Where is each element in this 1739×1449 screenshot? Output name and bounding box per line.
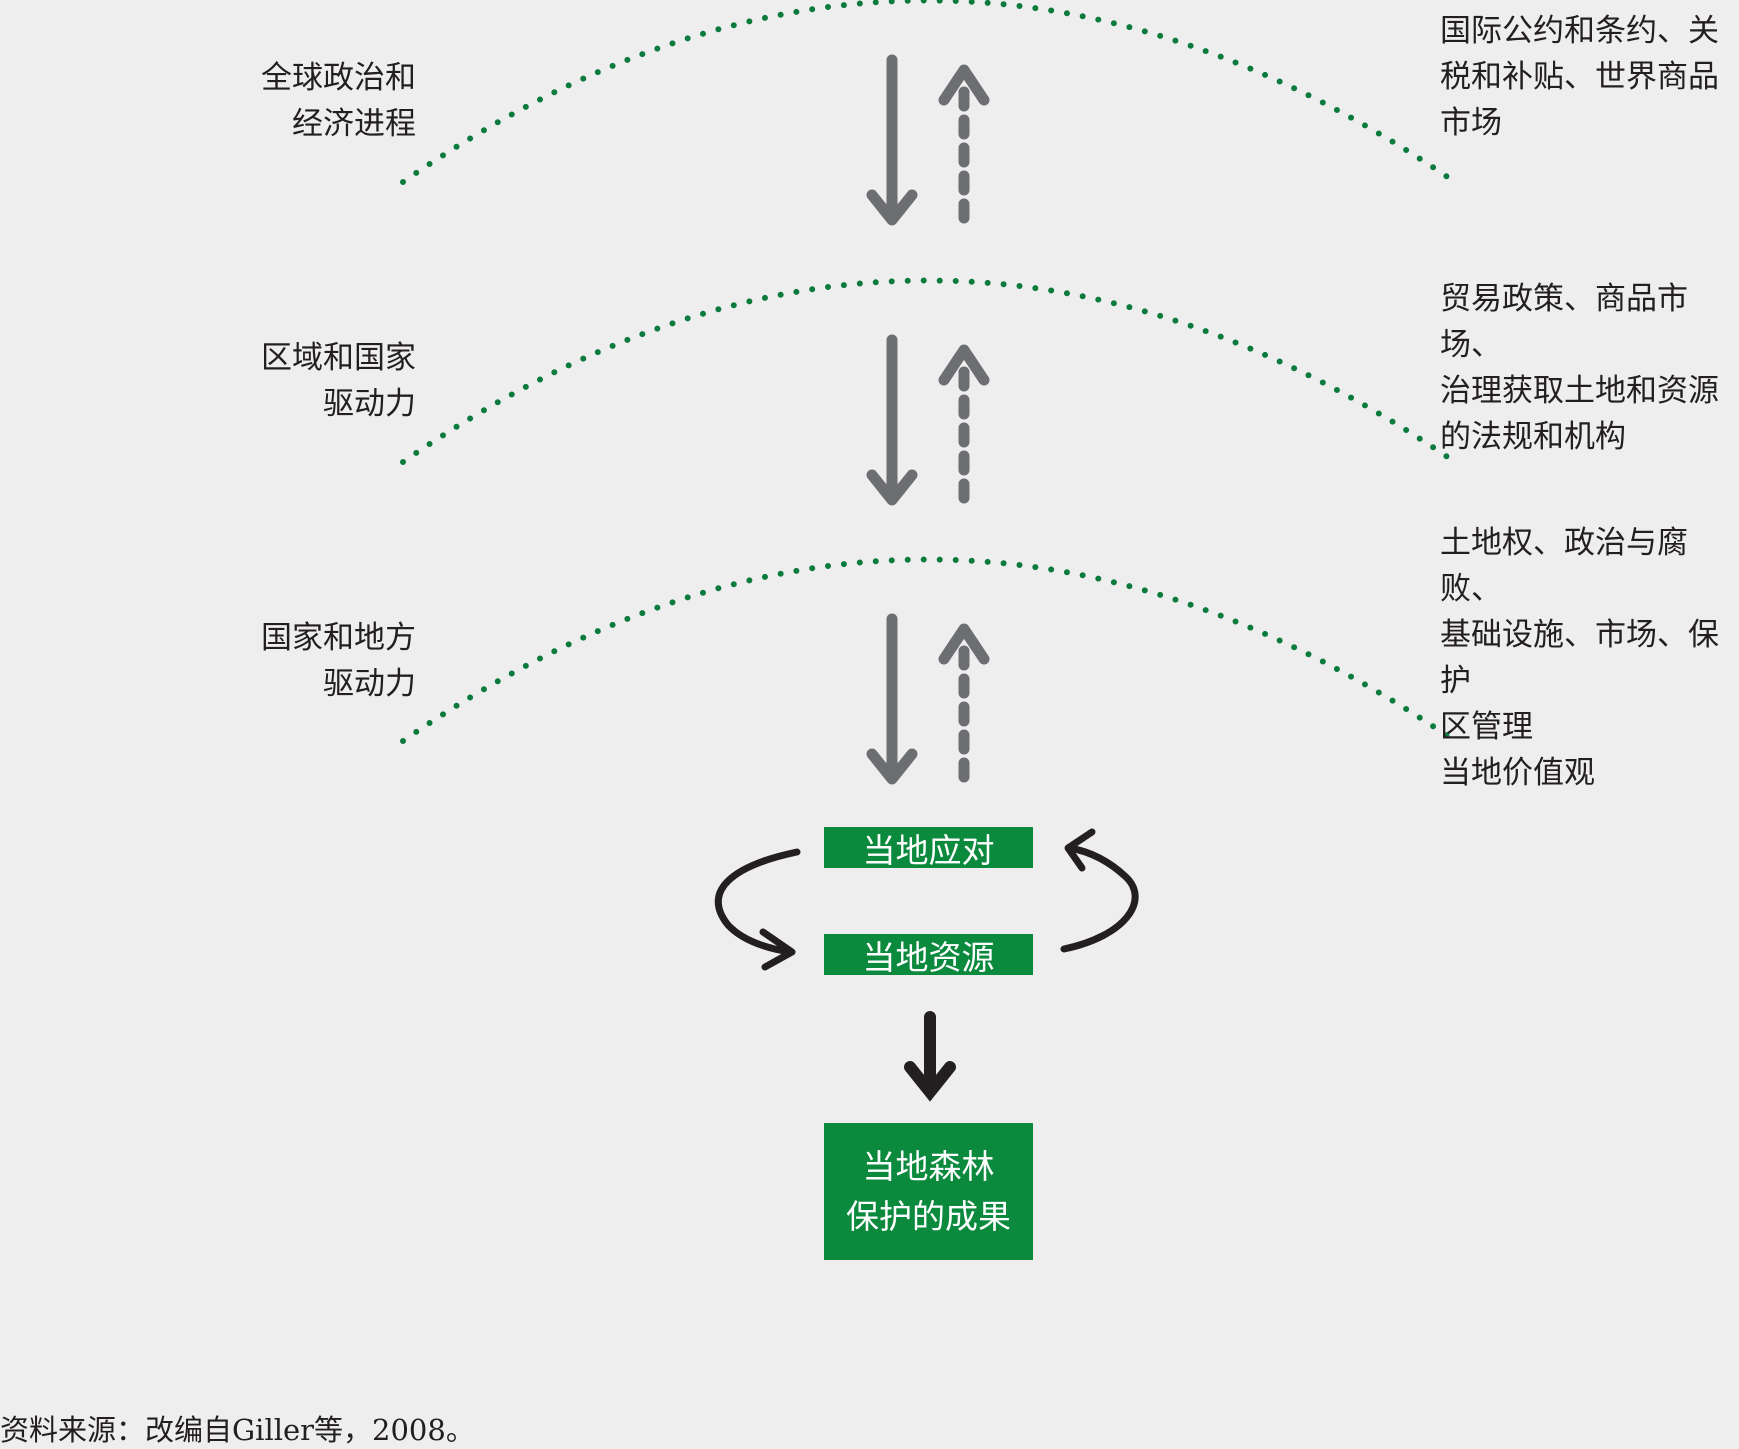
level-2-right-label: 贸易政策、商品市场、 治理获取土地和资源 的法规和机构 <box>1440 281 1719 455</box>
level-3-dashed-up-arrow <box>938 623 990 783</box>
level-3-dotted-arc <box>400 556 1455 744</box>
level-3-down-arrow <box>866 613 918 785</box>
feedback-right-curved-arrow <box>1060 828 1139 953</box>
level-1-right-label: 国际公约和条约、关 税和补贴、世界商品 市场 <box>1440 13 1719 141</box>
level-2-down-arrow <box>866 334 918 506</box>
level-2-dotted-arc <box>400 277 1455 465</box>
level-1-down-arrow <box>866 54 918 226</box>
level-3-right-label: 土地权、政治与腐败、 基础设施、市场、保护 区管理 当地价值观 <box>1440 525 1719 791</box>
level-2-dashed-up-arrow <box>938 344 990 504</box>
forest-outcome-box: 当地森林 保护的成果 <box>824 1123 1033 1260</box>
local-response-box: 当地应对 <box>824 827 1033 870</box>
outcome-down-arrow <box>904 1011 956 1102</box>
level-1-left-label: 全球政治和 经济进程 <box>261 60 416 142</box>
level-2-left-label: 区域和国家 驱动力 <box>261 340 416 422</box>
feedback-left-curved-arrow <box>714 848 801 971</box>
source-note: 资料来源：改编自Giller等，2008。 <box>0 1413 475 1447</box>
level-3-left-label: 国家和地方 驱动力 <box>261 620 416 702</box>
level-1-dotted-arc <box>400 0 1455 185</box>
local-resource-box: 当地资源 <box>824 934 1033 977</box>
level-1-dashed-up-arrow <box>938 64 990 224</box>
